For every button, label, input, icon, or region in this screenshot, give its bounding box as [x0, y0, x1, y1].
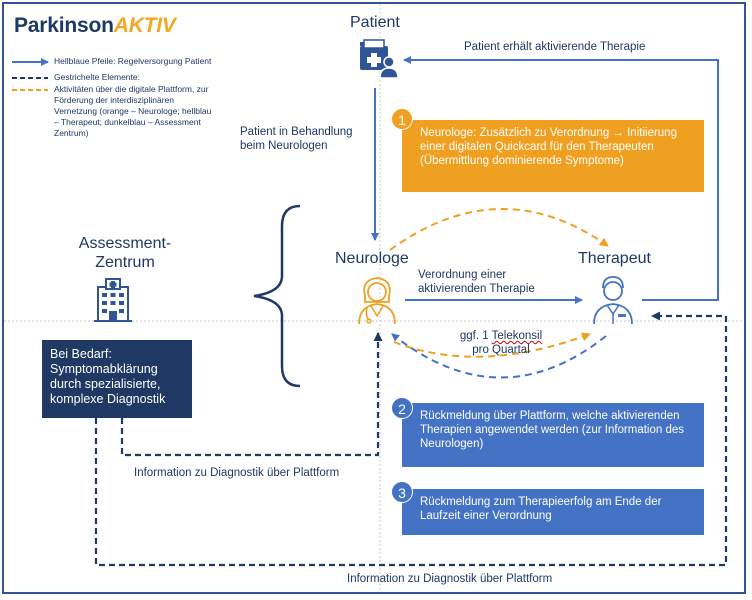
hospital-building-icon — [94, 278, 132, 322]
logo-part-2: AKTIV — [113, 14, 176, 37]
label-patient-therapie: Patient erhält aktivierende Therapie — [464, 41, 646, 53]
bedarf-box: Bei Bedarf: Symptomabklärung durch spezi… — [42, 340, 192, 418]
label-telekonsil-suffix: pro Quartal — [472, 344, 530, 356]
dark-dashed-assessment-to-neurologe — [120, 332, 383, 457]
orange-dashed-arc-top — [389, 208, 609, 251]
legend-item-dashed-title: Gestrichelte Elemente: — [54, 72, 140, 82]
label-telekonsil-prefix: ggf. 1 — [459, 330, 492, 342]
label-telekonsil: ggf. 1 Telekonsil pro Quartal — [446, 329, 556, 357]
curly-brace — [253, 204, 301, 388]
label-telekonsil-word: Telekonsil — [491, 330, 543, 342]
dark-dashed-assessment-to-therapeut — [94, 311, 728, 567]
patient-folder-icon — [360, 39, 398, 79]
label-verordnung: Verordnung einer aktivierenden Therapie — [418, 269, 535, 295]
step-1-box: Neurologe: Zusätzlich zu Verordnung → In… — [402, 120, 704, 192]
arrow-therapeut-to-patient — [403, 56, 719, 301]
label-patient-behandlung: Patient in Behandlung beim Neurologen — [240, 126, 353, 152]
step-3-text: Rückmeldung zum Therapieerfolg am Ende d… — [420, 496, 662, 522]
therapeut-doctor-icon — [593, 276, 633, 325]
legend-item-solid: Hellblaue Pfeile: Regelversorgung Patien… — [54, 56, 212, 66]
legend-item-dashed-desc: Aktivitäten über die digitale Plattform,… — [54, 84, 212, 138]
step-3-badge: 3 — [391, 481, 413, 503]
neurologe-doctor-icon — [358, 277, 396, 325]
assessment-label: Assessment-Zentrum — [78, 235, 172, 271]
step-2-badge: 2 — [391, 397, 413, 419]
patient-label: Patient — [350, 14, 400, 31]
bedarf-text: Bei Bedarf: Symptomabklärung durch spezi… — [50, 347, 166, 406]
step-2-text: Rückmeldung über Plattform, welche aktiv… — [420, 410, 685, 450]
step-1-text: Neurologe: Zusätzlich zu Verordnung → In… — [420, 127, 677, 167]
neurologe-label: Neurologe — [335, 250, 409, 267]
therapeut-label: Therapeut — [578, 250, 651, 267]
step-2-box: Rückmeldung über Plattform, welche aktiv… — [402, 403, 704, 467]
diagram-frame — [2, 2, 746, 594]
label-info-diagnostik-2: Information zu Diagnostik über Plattform — [347, 573, 553, 585]
step-1-badge: 1 — [391, 108, 413, 130]
orange-dashed-arc-bottom — [393, 332, 591, 358]
logo: ParkinsonAKTIV — [14, 14, 176, 38]
logo-part-1: Parkinson — [14, 14, 114, 37]
step-3-box: Rückmeldung zum Therapieerfolg am Ende d… — [402, 489, 704, 535]
label-info-diagnostik-1: Information zu Diagnostik über Plattform — [134, 467, 340, 479]
